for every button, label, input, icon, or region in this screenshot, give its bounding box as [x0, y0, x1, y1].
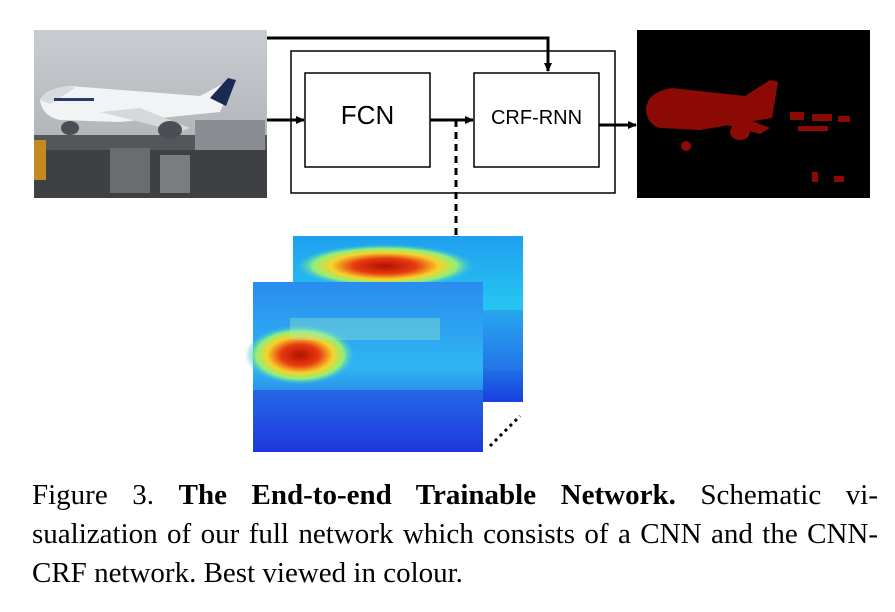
figure-number: Figure 3. — [32, 479, 155, 511]
crf-rnn-box — [473, 72, 600, 168]
crf-rnn-label: CRF-RNN — [490, 107, 583, 129]
figure-caption: Figure 3. The End-to-end Trainable Netwo… — [32, 476, 878, 593]
diagram-canvas — [34, 30, 870, 452]
fcn-label: FCN — [340, 100, 395, 130]
network-frame — [290, 50, 616, 194]
heatmap-front — [245, 282, 483, 452]
caption-title: The End-to-end Trainable Network. — [178, 479, 676, 511]
airplane-photo — [34, 30, 267, 198]
figure-diagram: FCN CRF-RNN — [34, 30, 870, 452]
skip-connection-arrow — [267, 36, 552, 72]
heatmap-stack-dots — [488, 414, 522, 448]
caption-body: sualization of our full network which co… — [32, 518, 878, 589]
caption-line-1: Figure 3. The End-to-end Trainable Netwo… — [32, 476, 878, 515]
caption-text-start: Schematic vi- — [700, 479, 878, 511]
segmentation-output — [637, 30, 870, 198]
